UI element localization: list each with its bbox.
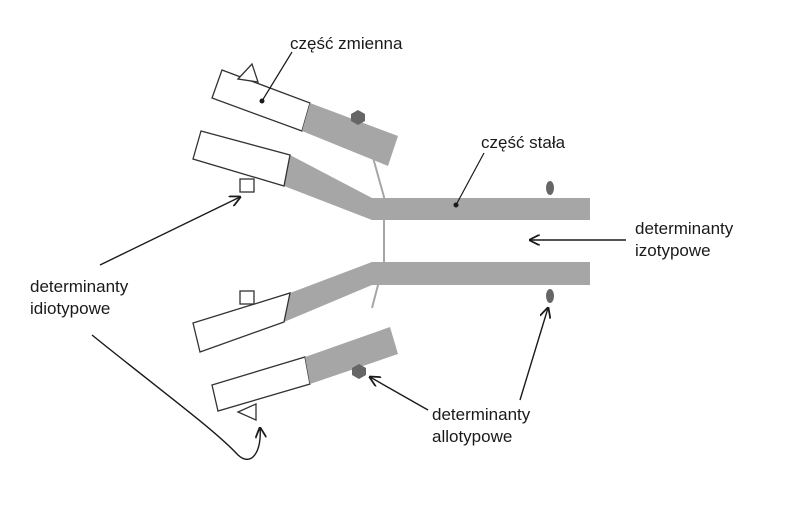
idiotype-triangle-upper — [236, 62, 259, 83]
idiotype-square-upper — [239, 178, 255, 193]
label-isotypic-1: determinanty — [635, 219, 734, 238]
arrow-idiotype-lower — [91, 334, 260, 461]
heavy-variable-lower — [192, 292, 291, 353]
arrow-allotype-hexagon — [370, 377, 429, 411]
heavy-chain-lower — [284, 262, 590, 322]
heavy-chain-upper — [284, 155, 590, 220]
arrow-idiotype-upper — [99, 197, 240, 266]
label-constant-part: część stała — [481, 133, 566, 152]
allotype-hexagon-upper — [351, 110, 365, 125]
allotype-hexagon-lower — [352, 364, 366, 379]
heavy-variable-upper — [192, 130, 291, 187]
idiotype-triangle-lower — [236, 402, 257, 422]
marker-oval-lower — [546, 289, 554, 303]
marker-oval-upper — [546, 181, 554, 195]
label-idiotypic-2: idiotypowe — [30, 299, 110, 318]
idiotype-square-lower — [239, 290, 255, 305]
arrow-allotype-constant — [519, 308, 548, 401]
label-variable-part: część zmienna — [290, 34, 403, 53]
leader-lines — [259, 51, 485, 208]
label-isotypic-2: izotypowe — [635, 241, 711, 260]
label-idiotypic-1: determinanty — [30, 277, 129, 296]
arrows — [91, 197, 626, 461]
label-allotypic-2: allotypowe — [432, 427, 512, 446]
light-chain-lower — [211, 327, 398, 412]
label-allotypic-1: determinanty — [432, 405, 531, 424]
